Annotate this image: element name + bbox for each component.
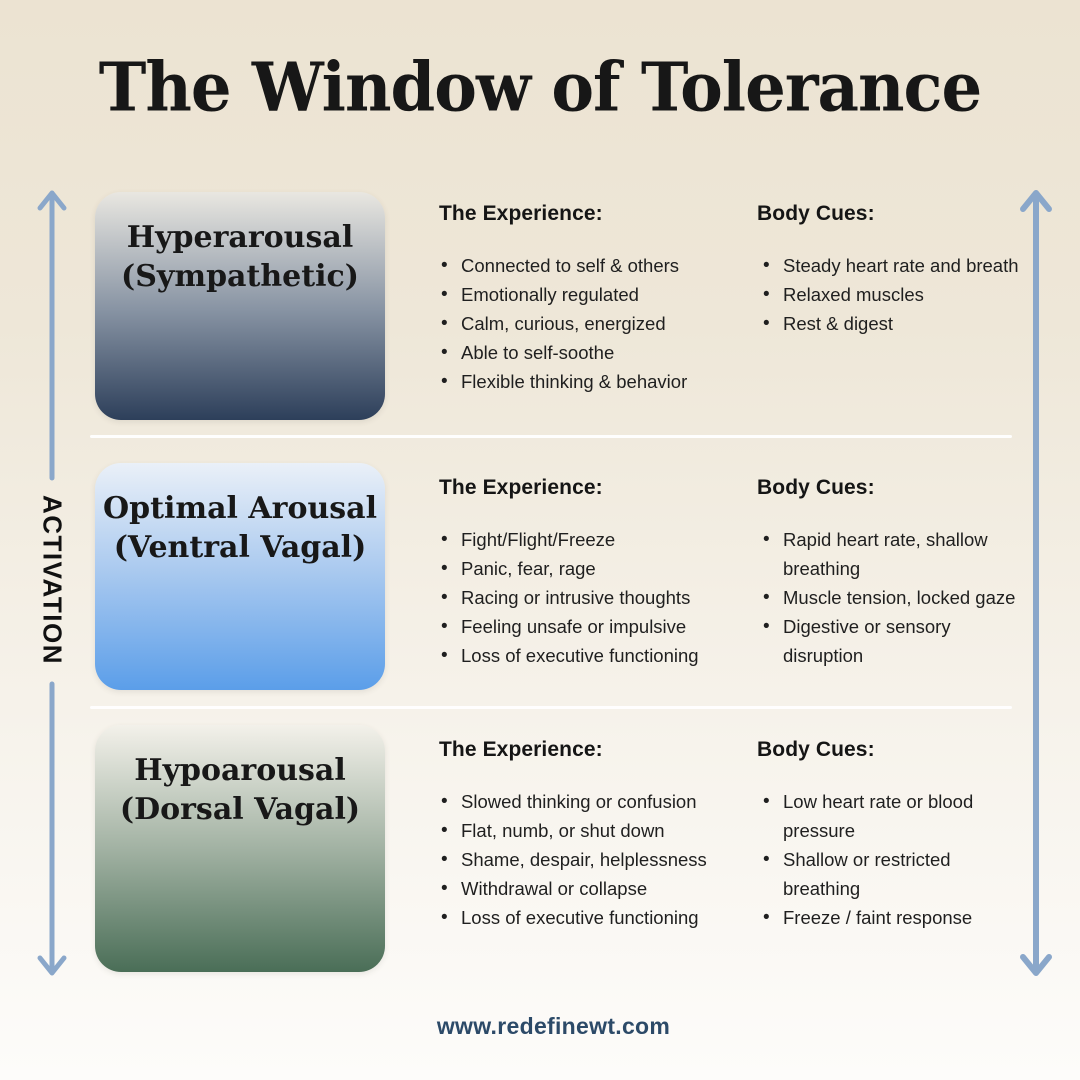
body-cues-column: Body Cues: Rapid heart rate, shallow bre…: [733, 463, 1015, 690]
card-hyperarousal: Hyperarousal (Sympathetic): [95, 192, 385, 420]
body-cues-list: Steady heart rate and breath Relaxed mus…: [757, 251, 1019, 338]
row-hypoarousal: Hypoarousal (Dorsal Vagal) The Experienc…: [95, 725, 1012, 972]
body-cues-column: Body Cues: Steady heart rate and breath …: [733, 192, 1019, 420]
row-optimal-arousal: Optimal Arousal (Ventral Vagal) The Expe…: [95, 463, 1015, 690]
activation-arrow-right-icon: [1020, 190, 1052, 976]
list-item: Connected to self & others: [439, 251, 733, 280]
list-item: Loss of executive functioning: [439, 641, 733, 670]
list-item: Rapid heart rate, shallow breathing: [757, 525, 1019, 583]
card-title: Hypoarousal (Dorsal Vagal): [95, 751, 385, 829]
list-item: Panic, fear, rage: [439, 554, 733, 583]
footer-url: www.redefinewt.com: [436, 1013, 671, 1039]
body-cues-header: Body Cues:: [757, 202, 875, 225]
experience-column: The Experience: Fight/Flight/Freeze Pani…: [385, 463, 733, 690]
card-title: Hyperarousal (Sympathetic): [95, 218, 385, 296]
experience-column: The Experience: Slowed thinking or confu…: [385, 725, 733, 972]
card-title-line2: (Ventral Vagal): [113, 530, 367, 565]
list-item: Calm, curious, energized: [439, 309, 733, 338]
experience-header: The Experience:: [439, 476, 603, 499]
row-hyperarousal: Hyperarousal (Sympathetic) The Experienc…: [95, 192, 1019, 420]
list-item: Muscle tension, locked gaze: [757, 583, 1019, 612]
list-item: Feeling unsafe or impulsive: [439, 612, 733, 641]
experience-list: Fight/Flight/Freeze Panic, fear, rage Ra…: [439, 525, 733, 670]
row-divider: [90, 435, 1012, 438]
card-title-line2: (Dorsal Vagal): [119, 792, 361, 827]
card-title-line1: Optimal Arousal: [102, 491, 377, 526]
page-title: The Window of Tolerance: [98, 47, 982, 128]
body-cues-header: Body Cues:: [757, 476, 875, 499]
card-title: Optimal Arousal (Ventral Vagal): [95, 489, 385, 567]
row-divider: [90, 706, 1012, 709]
card-title-line1: Hyperarousal: [126, 220, 354, 255]
list-item: Slowed thinking or confusion: [439, 787, 733, 816]
list-item: Flat, numb, or shut down: [439, 816, 733, 845]
list-item: Freeze / faint response: [757, 903, 1019, 932]
list-item: Flexible thinking & behavior: [439, 367, 733, 396]
list-item: Steady heart rate and breath: [757, 251, 1019, 280]
body-cues-list: Low heart rate or blood pressure Shallow…: [757, 787, 1019, 932]
experience-column: The Experience: Connected to self & othe…: [385, 192, 733, 420]
experience-list: Connected to self & others Emotionally r…: [439, 251, 733, 396]
experience-list: Slowed thinking or confusion Flat, numb,…: [439, 787, 733, 932]
list-item: Relaxed muscles: [757, 280, 1019, 309]
list-item: Low heart rate or blood pressure: [757, 787, 1019, 845]
card-optimal-arousal: Optimal Arousal (Ventral Vagal): [95, 463, 385, 690]
body-cues-header: Body Cues:: [757, 738, 875, 761]
list-item: Fight/Flight/Freeze: [439, 525, 733, 554]
card-hypoarousal: Hypoarousal (Dorsal Vagal): [95, 725, 385, 972]
body-cues-list: Rapid heart rate, shallow breathing Musc…: [757, 525, 1019, 670]
activation-axis-label: ACTIVATION: [37, 494, 68, 666]
list-item: Withdrawal or collapse: [439, 874, 733, 903]
list-item: Digestive or sensory disruption: [757, 612, 1019, 670]
card-title-line2: (Sympathetic): [121, 259, 359, 294]
body-cues-column: Body Cues: Low heart rate or blood press…: [733, 725, 1012, 972]
list-item: Emotionally regulated: [439, 280, 733, 309]
card-title-line1: Hypoarousal: [134, 753, 346, 788]
experience-header: The Experience:: [439, 202, 603, 225]
list-item: Rest & digest: [757, 309, 1019, 338]
list-item: Loss of executive functioning: [439, 903, 733, 932]
list-item: Racing or intrusive thoughts: [439, 583, 733, 612]
list-item: Shame, despair, helplessness: [439, 845, 733, 874]
list-item: Able to self-soothe: [439, 338, 733, 367]
activation-arrow-left-icon: [37, 190, 67, 976]
experience-header: The Experience:: [439, 738, 603, 761]
list-item: Shallow or restricted breathing: [757, 845, 1019, 903]
